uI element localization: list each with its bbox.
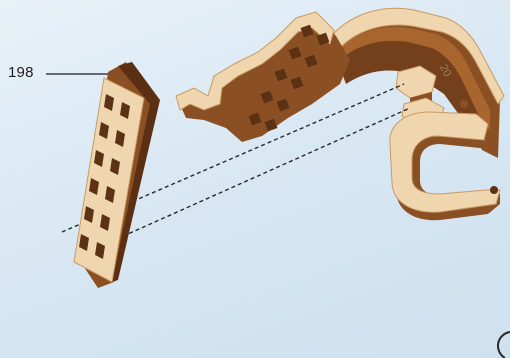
part-198-block	[74, 62, 160, 288]
page-edge-circle	[498, 332, 510, 358]
hook-face	[390, 112, 500, 212]
hook-hole	[490, 186, 498, 194]
part-number-label: 198	[8, 64, 34, 81]
main-curved-part: 20	[176, 8, 504, 220]
